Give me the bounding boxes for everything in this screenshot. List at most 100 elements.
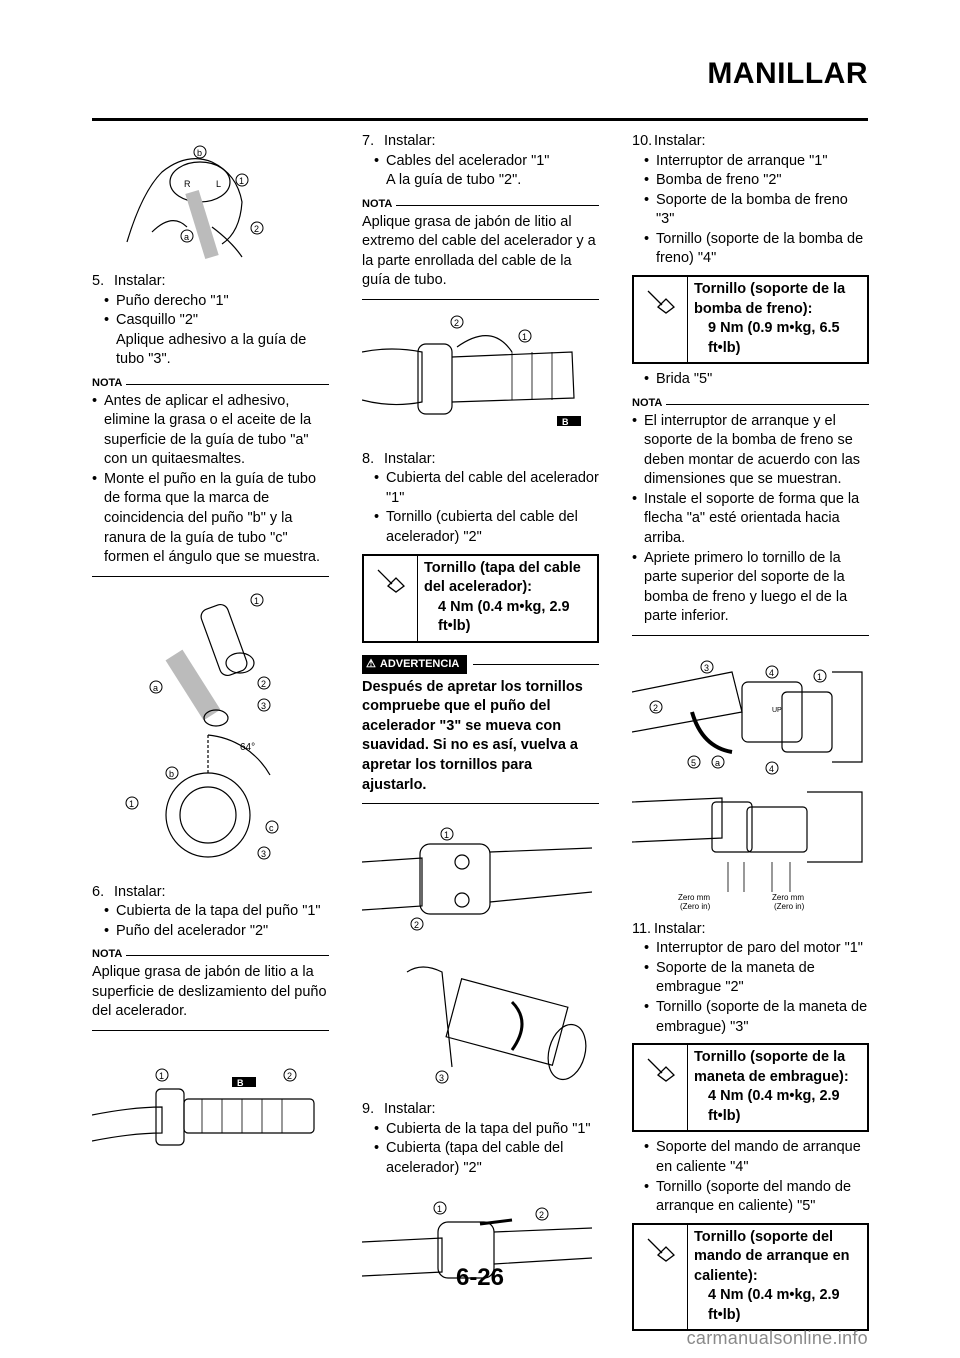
list-item: Soporte de la bomba de freno "3" [644, 191, 869, 230]
svg-text:3: 3 [439, 1073, 444, 1083]
svg-text:1: 1 [817, 672, 822, 682]
svg-text:a: a [715, 758, 720, 768]
svg-text:c: c [269, 823, 274, 833]
figure-throttle-grip: B 1 2 [92, 1068, 315, 1146]
angle-label: 64° [240, 742, 255, 753]
svg-text:2: 2 [261, 679, 266, 689]
torque-wrench-icon [377, 569, 405, 593]
list-item: Soporte del mando de arranque en calient… [644, 1138, 869, 1177]
list-item: Cubierta de la tapa del puño "1" [374, 1120, 599, 1140]
list-item: Puño derecho "1" [104, 292, 329, 312]
step-8: 8.Instalar: Cubierta del cable del acele… [362, 450, 599, 548]
step-9: 9.Instalar: Cubierta de la tapa del puño… [362, 1100, 599, 1178]
nota-box: NOTA Aplique grasa de jabón de litio al … [362, 197, 599, 300]
svg-text:B: B [562, 417, 569, 427]
list-item: Tornillo (soporte de la maneta de embrag… [644, 998, 869, 1037]
svg-text:2: 2 [454, 318, 459, 328]
svg-text:R: R [184, 179, 191, 189]
svg-text:2: 2 [539, 1210, 544, 1220]
svg-text:3: 3 [704, 663, 709, 673]
torque-wrench-icon [647, 290, 675, 314]
list-item: Antes de aplicar el adhesivo, elimine la… [92, 392, 329, 470]
list-item: Instale el soporte de forma que la flech… [632, 490, 869, 549]
svg-text:Zero mm: Zero mm [772, 893, 804, 902]
torque-spec-box: Tornillo (soporte de la bomba de freno):… [632, 274, 869, 365]
list-item: Brida "5" [644, 370, 869, 390]
svg-text:L: L [216, 179, 221, 189]
list-item: Monte el puño en la guía de tubo de form… [92, 470, 329, 568]
svg-text:Zero mm: Zero mm [678, 893, 710, 902]
svg-text:2: 2 [287, 1071, 292, 1081]
figure-brake-master: UP 3 4 1 2 5 a 4 Zero mm (Zero in) Zero … [632, 660, 863, 911]
header-rule [92, 118, 868, 121]
svg-text:2: 2 [414, 920, 419, 930]
figure-grip-cover: 1 2 [362, 1201, 593, 1279]
page-number: 6-26 [455, 1264, 505, 1291]
svg-text:5: 5 [691, 758, 696, 768]
list-item: Cubierta del cable del acelerador "1" [374, 469, 599, 508]
step-7: 7.Instalar: Cables del acelerador "1" A … [362, 132, 599, 191]
warning-icon: ⚠ [366, 657, 376, 670]
nota-box: NOTA El interruptor de arranque y el sop… [632, 396, 869, 636]
svg-text:3: 3 [261, 849, 266, 859]
svg-text:(Zero in): (Zero in) [680, 902, 711, 911]
watermark: carmanualsonline.info [686, 1328, 868, 1348]
figure-grip-alignment: R L b 1 2 a [126, 145, 264, 260]
torque-spec-box: Tornillo (soporte de la maneta de embrag… [632, 1043, 869, 1133]
svg-text:1: 1 [522, 332, 527, 342]
svg-text:4: 4 [769, 764, 774, 774]
column-right: 10.Instalar: Interruptor de arranque "1"… [632, 132, 869, 1337]
list-item: Tornillo (soporte de la bomba de freno) … [644, 230, 869, 269]
torque-wrench-icon [647, 1058, 675, 1082]
svg-text:1: 1 [444, 830, 449, 840]
svg-text:b: b [197, 148, 202, 158]
svg-text:2: 2 [254, 224, 259, 234]
list-item: El interruptor de arranque y el soporte … [632, 412, 869, 490]
list-item: Soporte de la maneta de embrague "2" [644, 959, 869, 998]
list-item: Cables del acelerador "1" [374, 152, 599, 172]
list-item: Bomba de freno "2" [644, 171, 869, 191]
svg-text:1: 1 [129, 799, 134, 809]
figure-throttle-cable: B 2 1 [362, 315, 581, 427]
svg-text:4: 4 [769, 668, 774, 678]
warning-text: Después de apretar los tornillos comprue… [362, 674, 599, 805]
nota-box: NOTA Aplique grasa de jabón de litio a l… [92, 947, 329, 1031]
list-item: Cubierta (tapa del cable del acelerador)… [374, 1139, 599, 1178]
list-item: Tornillo (cubierta del cable del acelera… [374, 508, 599, 547]
torque-wrench-icon [647, 1238, 675, 1262]
list-item: Tornillo (soporte del mando de arranque … [644, 1178, 869, 1217]
svg-text:2: 2 [653, 703, 658, 713]
torque-spec-box: Tornillo (soporte del mando de arranque … [632, 1222, 869, 1332]
svg-text:b: b [169, 769, 174, 779]
svg-text:UP: UP [772, 707, 782, 714]
svg-text:(Zero in): (Zero in) [774, 902, 805, 911]
step-note: A la guía de tubo "2". [386, 172, 522, 189]
column-left: R L b 1 2 a 5.Instalar: Puño derecho "1"… [92, 132, 329, 1163]
step-10: 10.Instalar: Interruptor de arranque "1"… [632, 132, 869, 269]
svg-text:B: B [237, 1078, 244, 1088]
svg-text:a: a [153, 683, 158, 693]
svg-text:a: a [184, 232, 189, 242]
list-item: Interruptor de paro del motor "1" [644, 939, 869, 959]
list-item: Casquillo "2" [104, 311, 329, 331]
step-11: 11.Instalar: Interruptor de paro del mot… [632, 920, 869, 1037]
svg-text:1: 1 [437, 1204, 442, 1214]
figure-grip-parts: 64° 1 2 3 a b 1 c 3 [125, 593, 279, 860]
warning-header: ⚠ADVERTENCIA [362, 654, 599, 674]
step-5: 5.Instalar: Puño derecho "1" Casquillo "… [92, 272, 329, 370]
figure-cable-cover: 1 2 3 [362, 827, 593, 1084]
list-item: Interruptor de arranque "1" [644, 152, 869, 172]
step-6: 6.Instalar: Cubierta de la tapa del puño… [92, 883, 329, 942]
list-item: Apriete primero lo tornillo de la parte … [632, 549, 869, 627]
step-note: Aplique adhesivo a la guía de tubo "3". [116, 331, 307, 368]
list-item: Puño del acelerador "2" [104, 922, 329, 942]
svg-text:3: 3 [261, 701, 266, 711]
svg-text:1: 1 [159, 1071, 164, 1081]
svg-text:1: 1 [254, 596, 259, 606]
svg-text:1: 1 [239, 176, 244, 186]
list-item: Cubierta de la tapa del puño "1" [104, 902, 329, 922]
nota-box: NOTA Antes de aplicar el adhesivo, elimi… [92, 376, 329, 577]
page-title: MANILLAR [707, 57, 868, 90]
column-middle: 7.Instalar: Cables del acelerador "1" A … [362, 132, 599, 1300]
torque-spec-box: Tornillo (tapa del cable del acelerador)… [362, 553, 599, 643]
